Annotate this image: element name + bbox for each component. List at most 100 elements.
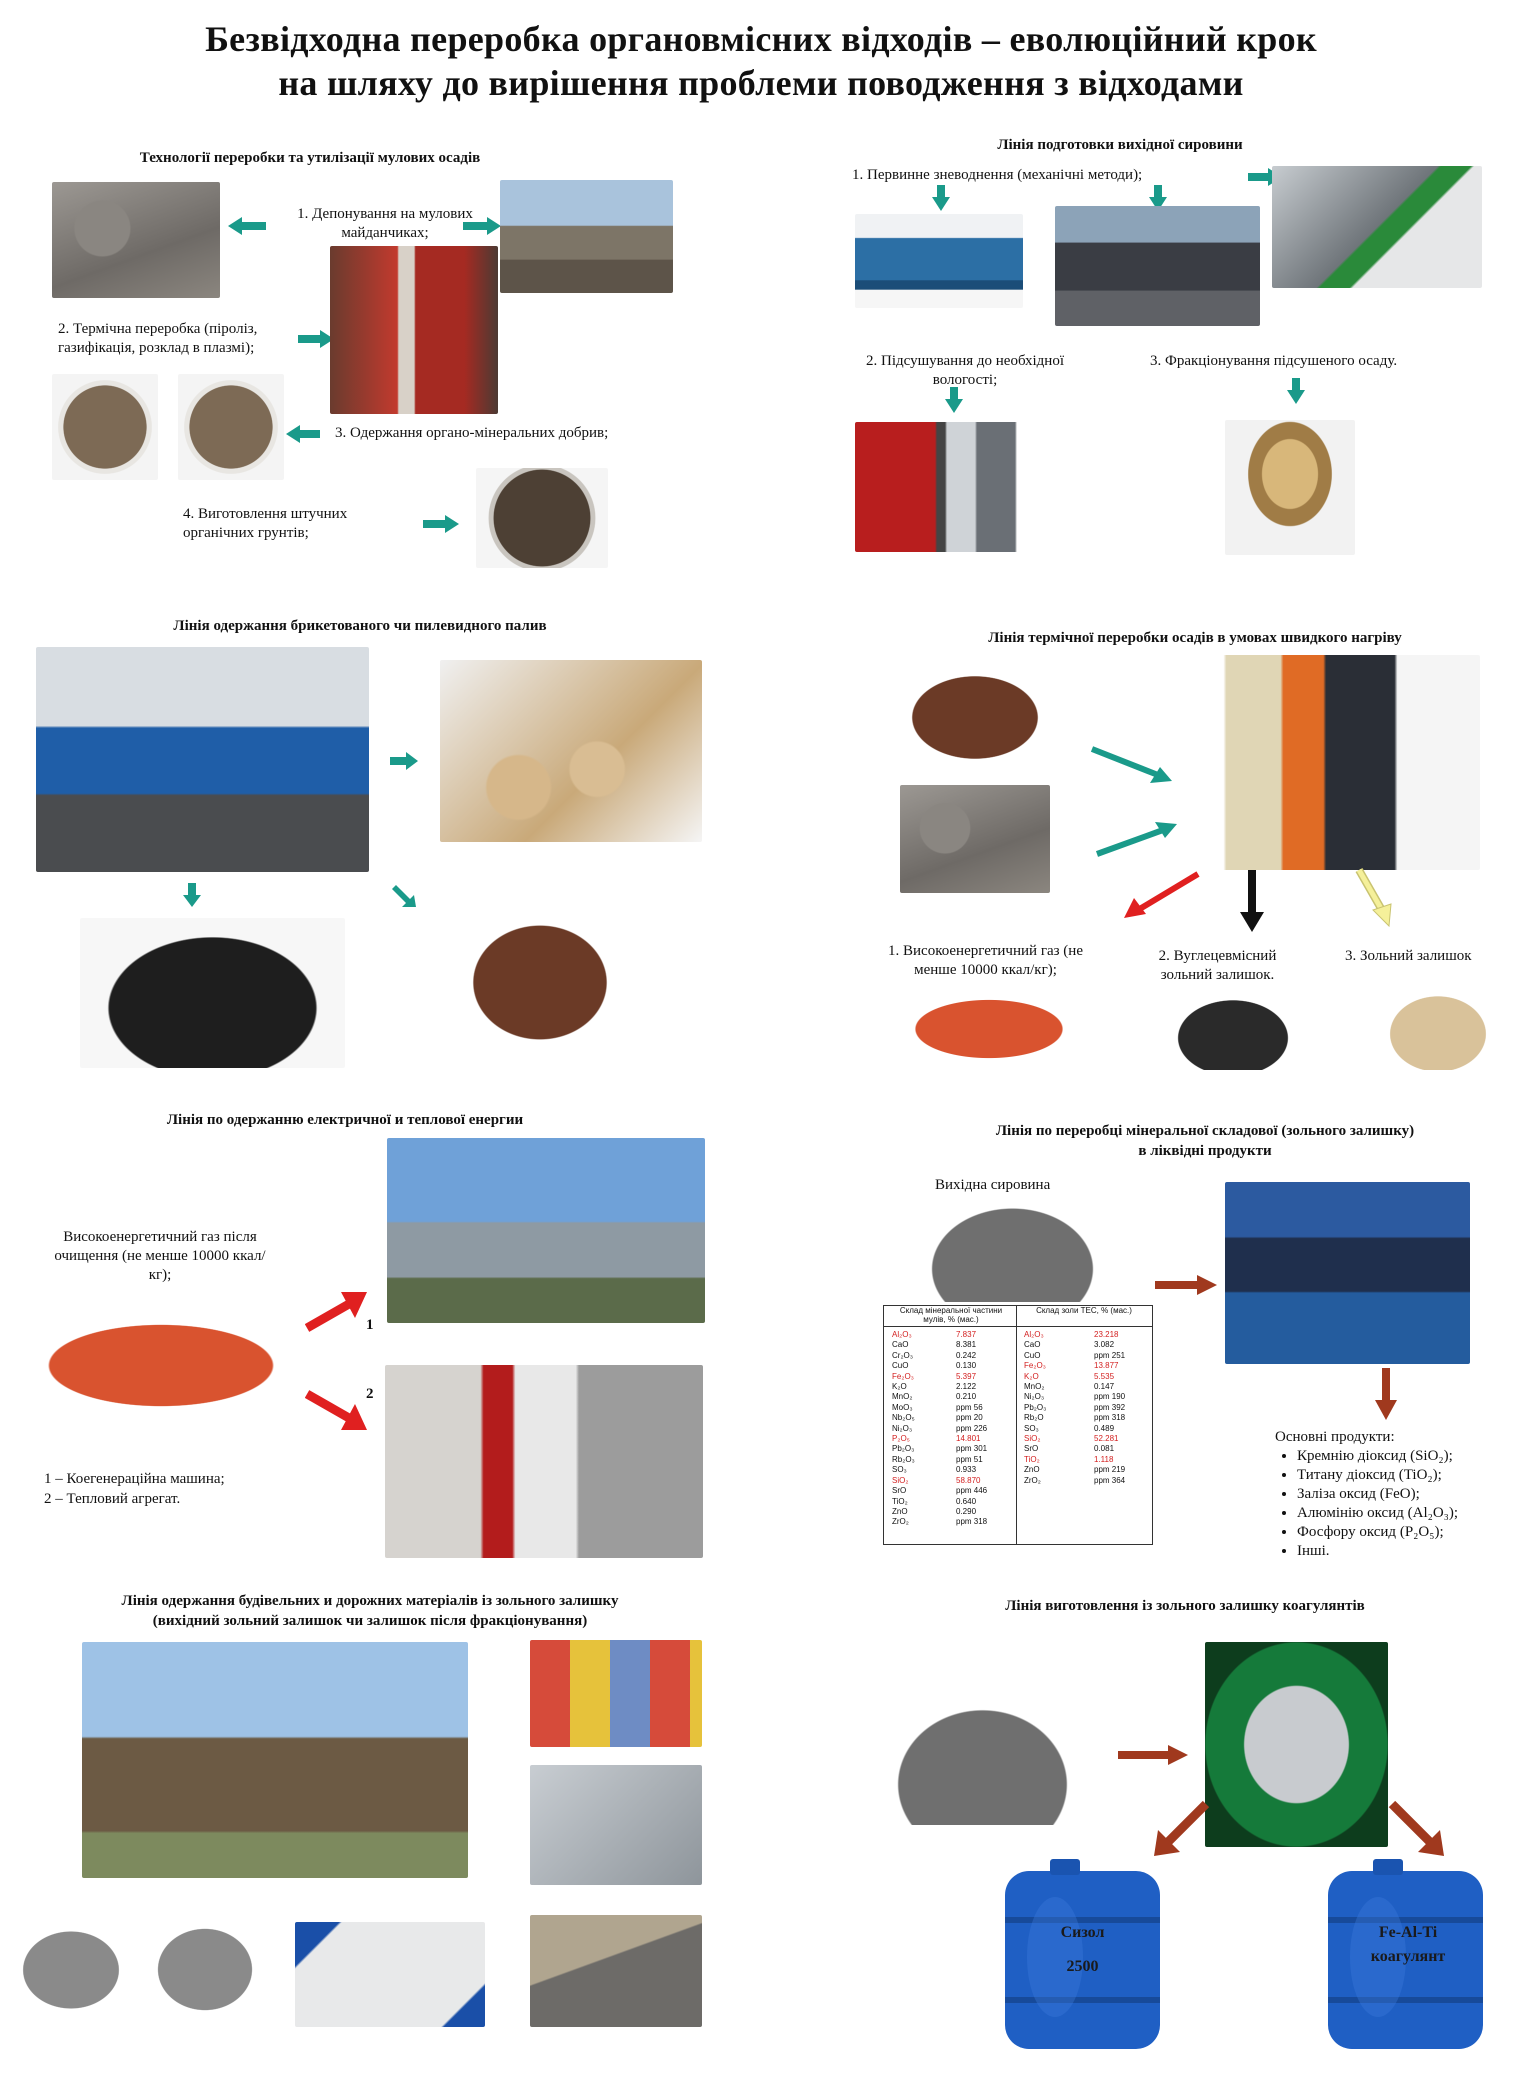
marker-2: 2 [366,1386,374,1402]
table-cell: 0.130 [956,1361,977,1371]
barrel-2-name: Fe-Al-Ti [1378,1924,1438,1941]
concrete-blocks-photo [530,1765,702,1885]
ash-residue-photo [1382,990,1494,1070]
table-cell: ppm 446 [956,1486,988,1496]
table-cell: TiO₂ [1024,1454,1040,1464]
s1-item-4: 4. Виготовлення штучних органічних грунт… [183,506,348,541]
table-cell: SrO [1024,1444,1039,1454]
table-cell: ZnO [1024,1465,1040,1475]
table-cell: 23.218 [1094,1330,1119,1339]
table-cell: 0.640 [956,1496,977,1506]
arrow-down-right-icon [1388,1800,1448,1860]
briquetting-press-photo [36,647,369,872]
product-item: Кремнію діоксид (SiO₂); [1297,1447,1505,1466]
legend-2: 2 – Тепловий агрегат. [44,1491,181,1507]
table-cell: Ni₂O₃ [892,1423,913,1433]
concrete-plant-photo [82,1642,468,1878]
carbon-ash-photo [1163,990,1303,1070]
table-cell: 2.122 [956,1382,977,1392]
arrow-down-icon [1287,378,1305,404]
sludge-beds-photo [500,180,673,293]
table-cell: Fe₂O₃ [892,1371,914,1381]
barrel-2-type: коагулянт [1370,1948,1446,1965]
arrow-right-icon [463,217,501,235]
table-cell: CaO [1024,1340,1041,1350]
section-heading-mineral-2: в ліквідні продукти [1138,1143,1272,1159]
table-cell: Al₂O₃ [1024,1330,1044,1339]
table-cell: ZrO₂ [1024,1475,1041,1485]
fe-al-ti-barrel: Fe-Al-Ti коагулянт [1318,1857,1493,2057]
table-cell: 1.118 [1094,1454,1114,1464]
product-item: Заліза оксид (FeO); [1297,1485,1505,1504]
section-heading-mineral: Лінія по переробці мінеральної складової… [995,1123,1415,1139]
arrow-right-icon [298,330,334,348]
products-title: Основні продукти: [1275,1429,1395,1445]
foam-concrete-photo [295,1922,485,2027]
arrow-down-icon [183,883,201,907]
table-cell: ppm 226 [956,1423,988,1433]
section-heading-coagulants: Лінія виготовлення із зольного залишку к… [1005,1598,1365,1614]
table-cell: 7.837 [956,1330,977,1339]
table-cell: K₂O [892,1382,907,1392]
table-cell: 0.933 [956,1465,977,1475]
section-heading-energy: Лінія по одержанню електричної и теплово… [166,1112,524,1128]
dryer-photo [855,422,1055,552]
dewatered-sludge-photo [900,785,1050,893]
thermal-plant-photo [1195,655,1480,870]
s1-item-3: 3. Одержання органо-мінеральних добрив; [335,425,609,441]
reactor-photo [1205,1642,1388,1847]
legend-1: 1 – Коегенераційна машина; [44,1471,225,1487]
mineral-processing-plant-photo [1225,1182,1470,1364]
product-item: Інші. [1297,1542,1505,1561]
table-header-left: Склад мінеральної частини мулів, % (мас.… [899,1306,1003,1324]
arrow-down-icon [1375,1368,1397,1420]
sludge-briquettes-photo [895,665,1055,770]
fertilizer-plate-2-photo [178,374,284,480]
belt-filter-press-photo [1272,166,1482,288]
thermal-unit-photo [330,246,498,414]
table-cell: 52.281 [1094,1434,1119,1444]
s1-item-2: 2. Термічна переробка (піроліз, газифіка… [58,321,258,356]
s2-item-2: 2. Підсушування до необхідної вологості; [865,353,1064,388]
paving-tiles-photo [530,1640,702,1747]
ash-pile-photo [910,1192,1115,1302]
s5-gas-label: Високоенергетичний газ після очищення (н… [54,1229,266,1283]
table-cell: Al₂O₃ [892,1330,912,1339]
table-cell: SrO [892,1486,907,1496]
arrow-down-right-icon [1355,868,1395,928]
table-cell: 0.489 [1094,1423,1115,1433]
ash-pile-photo [875,1690,1090,1825]
fuel-briquettes-photo [440,660,702,842]
table-cell: Rb₂O₃ [892,1454,915,1464]
table-cell: ppm 318 [1094,1413,1126,1423]
product-item: Титану діоксид (TiO₂); [1297,1466,1505,1485]
section-heading-raw-preparation: Лінія подготовки вихідної сировини [997,137,1243,153]
arrow-down-right-icon [390,885,418,909]
page-title-line-2: на шляху до вирішення проблеми поводженн… [278,63,1244,103]
table-cell: MnO₂ [1024,1382,1045,1392]
arrow-down-right-icon [305,1390,369,1432]
table-cell: ppm 56 [956,1402,983,1412]
arrow-right-icon [1095,820,1180,860]
table-cell: 0.081 [1094,1444,1115,1454]
section-heading-sludge-technologies: Технології переробки та утилізації мулов… [139,150,481,166]
products-list: Кремнію діоксид (SiO₂);Титану діоксид (T… [1275,1447,1505,1561]
gas-tank-photo [903,995,1075,1063]
sizol-barrel: Сизол 2500 [995,1857,1170,2057]
table-cell: 0.290 [956,1506,977,1516]
product-item: Алюмінію оксид (Al₂O₃); [1297,1504,1505,1523]
arrow-right-icon [1155,1275,1217,1295]
section-heading-briquette-fuel: Лінія одержання брикетованого чи пилевид… [173,618,547,634]
table-header-right: Склад золи ТЕС, % (мас.) [1036,1306,1132,1315]
s1-item-1: 1. Депонування на мулових майданчиках; [297,206,473,241]
section-heading-thermal-processing: Лінія термічної переробки осадів в умова… [988,630,1402,646]
cogeneration-plant-photo [387,1138,705,1323]
table-cell: ZnO [892,1506,908,1516]
table-cell: ppm 190 [1094,1392,1126,1402]
product-item: Фосфору оксид (P₂O₅); [1297,1523,1505,1542]
arrow-down-icon [945,387,963,413]
section-heading-building-2: (вихідний зольний залишок чи залишок піс… [152,1613,588,1629]
arrow-up-right-icon [305,1290,369,1332]
arrow-down-left-icon [1120,870,1200,920]
table-cell: 0.147 [1094,1382,1115,1392]
